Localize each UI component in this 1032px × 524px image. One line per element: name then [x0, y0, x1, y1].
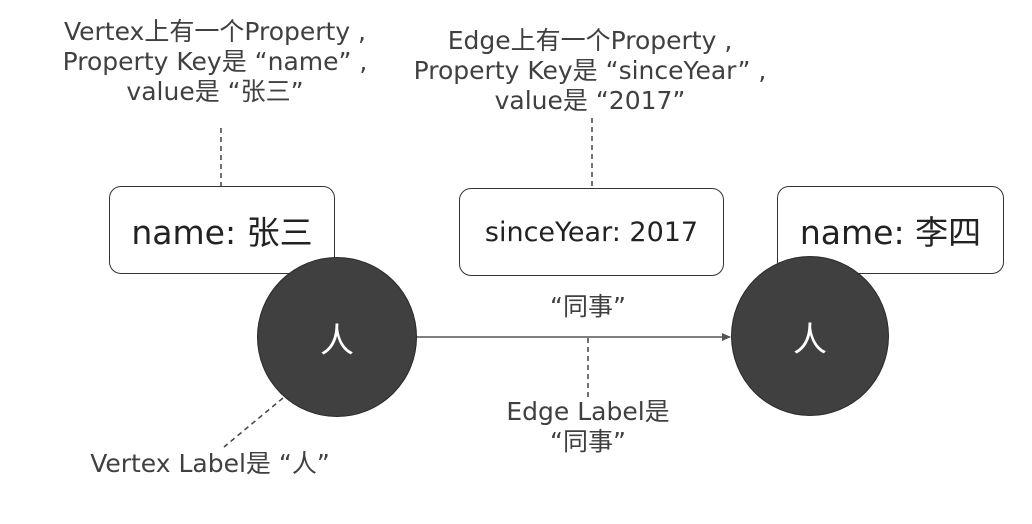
- annotation-line: Edge Label是: [506, 397, 670, 426]
- annotation-line: Edge上有一个Property ,: [447, 26, 733, 55]
- vertex-a-property-box: name: 张三: [109, 186, 335, 274]
- vertex-property-annotation: Vertex上有一个Property , Property Key是 “name…: [20, 17, 410, 107]
- vertex-label-leader: [223, 397, 284, 448]
- annotation-line: Vertex Label是 “人”: [90, 449, 330, 478]
- edge-property-text: sinceYear: 2017: [484, 216, 699, 248]
- edge-label-text: “同事”: [528, 287, 648, 323]
- annotation-line: Property Key是 “name” ,: [62, 47, 368, 76]
- annotation-line: value是 “张三”: [126, 77, 304, 106]
- vertex-a-property-text: name: 张三: [131, 213, 313, 252]
- edge-label-value: “同事”: [550, 292, 626, 321]
- vertex-a-node: 人: [257, 257, 417, 417]
- edge-label-annotation: Edge Label是 “同事”: [478, 397, 698, 457]
- vertex-label-annotation: Vertex Label是 “人”: [60, 449, 360, 479]
- annotation-line: value是 “2017”: [494, 86, 686, 115]
- edge-property-annotation: Edge上有一个Property , Property Key是 “sinceY…: [395, 26, 785, 116]
- annotation-line: “同事”: [550, 427, 626, 456]
- vertex-b-label: 人: [793, 319, 827, 360]
- annotation-line: Property Key是 “sinceYear” ,: [413, 56, 767, 85]
- edge-property-box: sinceYear: 2017: [459, 188, 724, 276]
- vertex-a-label: 人: [320, 320, 354, 361]
- annotation-line: Vertex上有一个Property ,: [63, 17, 367, 46]
- vertex-b-property-text: name: 李四: [799, 213, 982, 252]
- vertex-b-node: 人: [731, 256, 889, 416]
